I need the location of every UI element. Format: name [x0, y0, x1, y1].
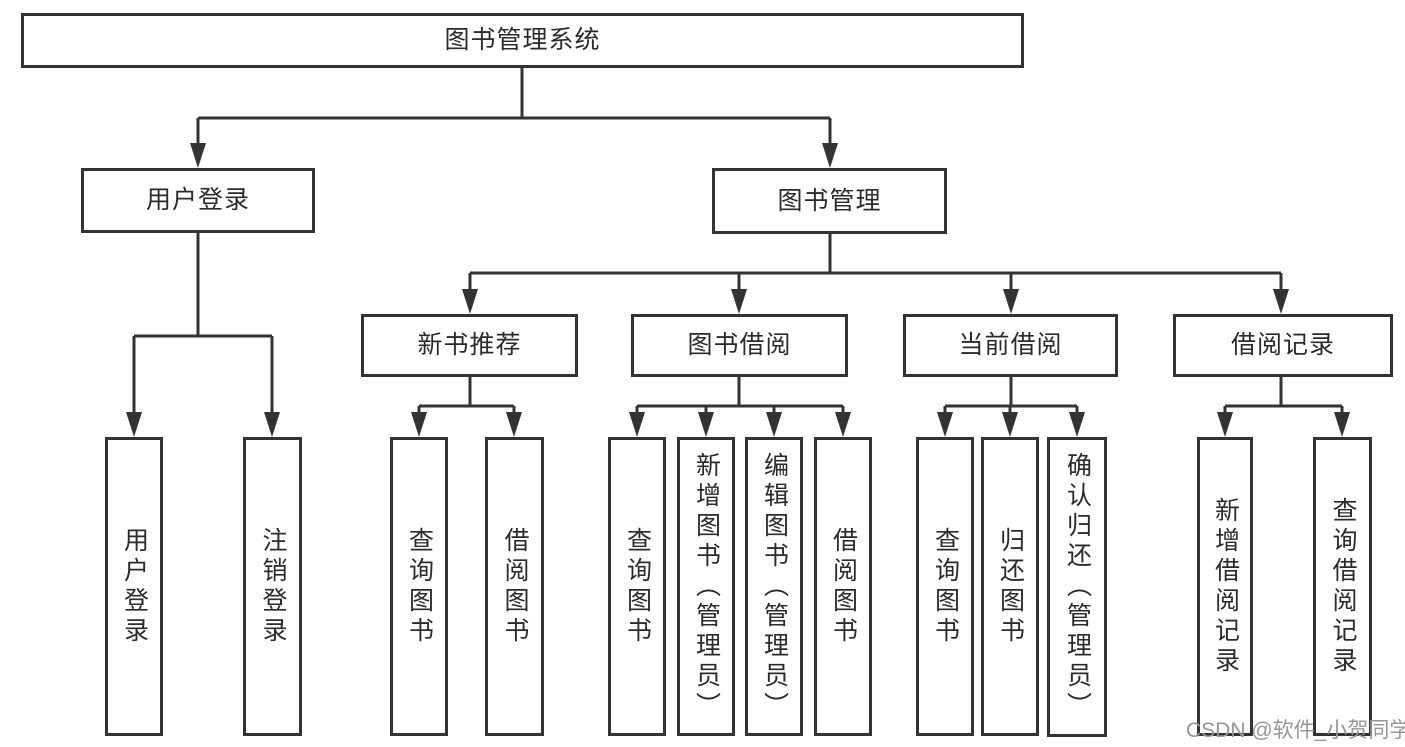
node-label: 编辑图书（管理员） — [760, 451, 789, 722]
leaf-logout: 注销登录 — [243, 437, 302, 736]
node-label: 新增借阅记录 — [1211, 496, 1240, 677]
node-label: 用户登录 — [120, 526, 149, 647]
connector-new-book-children — [417, 377, 516, 415]
node-label: 借阅图书 — [501, 526, 529, 647]
leaf-query-books-borrow: 查询图书 — [608, 437, 666, 736]
leaf-query-books-current: 查询图书 — [916, 437, 974, 736]
leaf-add-book-admin: 新增图书（管理员） — [677, 437, 735, 736]
node-borrow-records: 借阅记录 — [1173, 314, 1393, 377]
node-library-system: 图书管理系统 — [21, 13, 1024, 68]
node-current-borrow: 当前借阅 — [903, 314, 1118, 377]
leaf-confirm-return-admin: 确认归还（管理员） — [1047, 437, 1107, 737]
node-label: 查询图书 — [931, 526, 960, 647]
node-label: 查询借阅记录 — [1329, 496, 1357, 677]
leaf-edit-book-admin: 编辑图书（管理员） — [745, 437, 803, 736]
connector-book-borrow-children — [635, 377, 845, 415]
node-label: 新书推荐 — [417, 331, 522, 359]
connector-book-management-children — [468, 234, 1283, 293]
arrowheads-level3 — [462, 289, 1289, 314]
connector-current-borrow-children — [943, 377, 1079, 415]
connector-root-to-level2 — [196, 68, 832, 146]
leaf-user-login: 用户登录 — [105, 437, 163, 736]
node-label: 查询图书 — [623, 526, 652, 647]
leaf-borrow-books-2: 借阅图书 — [814, 437, 872, 736]
node-user-login: 用户登录 — [81, 168, 315, 233]
node-label: 当前借阅 — [958, 331, 1063, 359]
node-new-book-recommend: 新书推荐 — [361, 314, 578, 377]
node-label: 借阅图书 — [829, 526, 858, 647]
leaf-query-books-recommend: 查询图书 — [390, 437, 448, 736]
node-label: 借阅记录 — [1230, 331, 1335, 359]
node-label: 归还图书 — [996, 526, 1025, 647]
connector-borrow-record-children — [1223, 377, 1344, 415]
node-label: 确认归还（管理员） — [1063, 452, 1092, 722]
connector-user-login-children — [132, 233, 274, 415]
leaf-borrow-books-recommend: 借阅图书 — [485, 437, 544, 736]
node-label: 新增图书（管理员） — [692, 451, 721, 722]
node-book-borrow: 图书借阅 — [631, 314, 848, 377]
watermark: CSDN @软件_小贺同学 — [1186, 719, 1405, 742]
node-book-management: 图书管理 — [712, 168, 947, 234]
arrowheads-level2 — [190, 143, 838, 168]
leaf-return-books: 归还图书 — [981, 437, 1039, 736]
node-label: 图书管理系统 — [444, 26, 601, 54]
node-label: 注销登录 — [259, 526, 287, 647]
node-label: 图书管理 — [777, 186, 882, 215]
node-label: 查询图书 — [405, 526, 434, 647]
leaf-add-borrow-record: 新增借阅记录 — [1197, 437, 1253, 736]
arrowheads-leaves — [126, 412, 1350, 437]
node-label: 用户登录 — [145, 186, 250, 214]
leaf-query-borrow-record: 查询借阅记录 — [1313, 437, 1372, 736]
node-label: 图书借阅 — [687, 331, 792, 359]
